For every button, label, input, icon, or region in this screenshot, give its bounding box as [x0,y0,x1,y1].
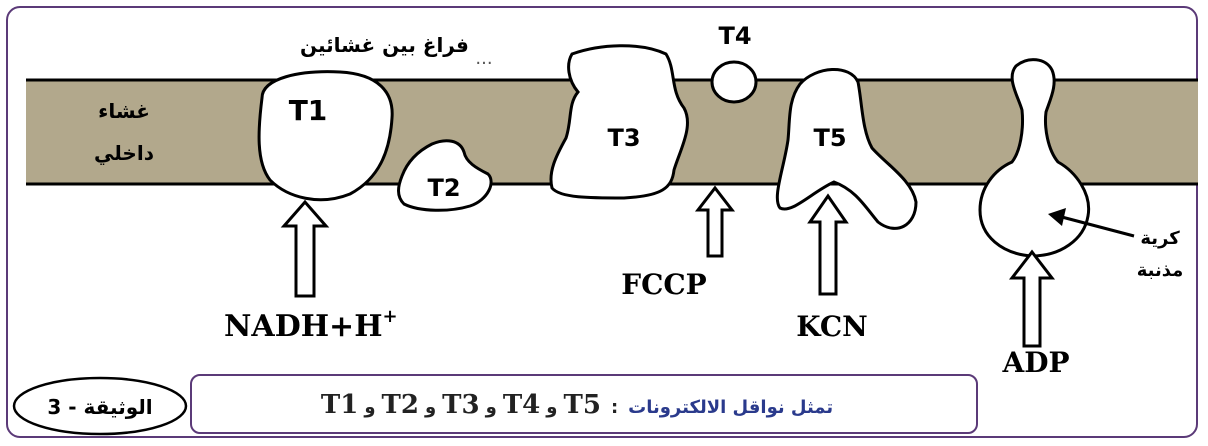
t4-complex [710,60,758,104]
inner-membrane-label-2: داخلي [94,141,154,166]
caption-colon: : [610,397,619,418]
t5-label: T5 [813,124,846,152]
kcn-label: KCN [796,310,867,343]
t4-label: T4 [718,22,751,50]
caption-and-4: و [546,397,558,418]
t5-complex [775,68,918,230]
nadh-label: NADH+H+ [224,306,398,344]
document-label: الوثيقة - 3 [47,395,152,419]
caption-t3: T3 [442,390,480,420]
fccp-label: FCCP [621,268,707,301]
adp-arrow [1008,249,1056,348]
caption-and-3: و [485,397,497,418]
stalked-particle-label-1: كرية [1140,228,1180,249]
intermembrane-space-label: فراغ بين غشائين [300,33,469,57]
caption-text: تمثل نواقل الالكترونات [628,397,834,418]
adp-label: ADP [1001,346,1069,379]
caption-t2: T2 [381,390,419,420]
t2-complex [397,139,493,212]
nadh-arrow [280,199,330,298]
ellipsis-mark: ... [475,48,492,69]
caption-and-1: و [364,397,376,418]
kcn-arrow [807,193,849,296]
inner-membrane-label-1: غشاء [98,99,150,123]
caption-and-2: و [424,397,437,418]
sphere-pointer-head [1048,208,1066,226]
outer-frame [6,6,1198,438]
t3-complex [549,44,689,200]
t3-label: T3 [607,124,640,152]
caption-t1: T1 [320,390,359,420]
caption-t4: T4 [502,390,541,420]
t1-label: T1 [289,94,328,127]
atp-synthase [978,58,1091,258]
stalked-particle-label-2: مذنبة [1137,260,1184,281]
fccp-arrow [694,185,736,258]
document-label-ellipse [12,376,188,436]
t2-label: T2 [427,174,460,202]
sphere-pointer-line [1057,214,1135,238]
t1-complex [257,70,394,202]
caption-t5: T5 [563,390,601,420]
